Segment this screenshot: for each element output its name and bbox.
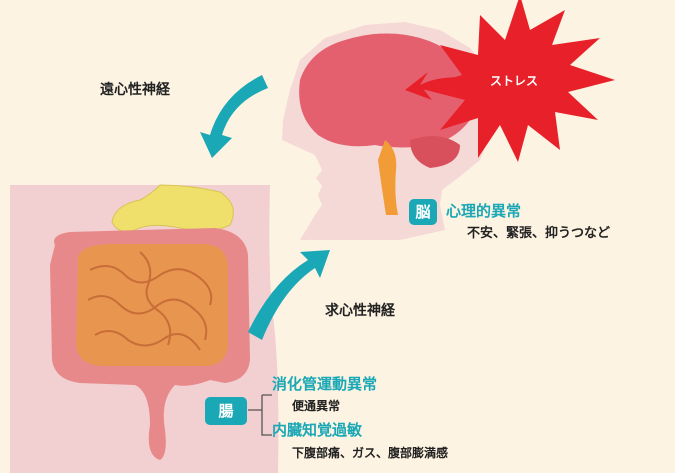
stress-label: ストレス xyxy=(490,72,538,89)
gut-badge: 腸 xyxy=(205,397,247,425)
brain-badge: 脳 xyxy=(409,199,437,225)
brain-detail: 不安、緊張、抑うつなど xyxy=(467,222,610,241)
gut-item2-detail: 下腹部痛、ガス、腹部膨満感 xyxy=(292,444,448,461)
gut-item1-detail: 便通異常 xyxy=(292,397,340,414)
gut-item2-title: 内臓知覚過敏 xyxy=(272,419,362,440)
efferent-nerve-label: 遠心性神経 xyxy=(100,79,170,99)
brain-title: 心理的異常 xyxy=(446,200,521,221)
gut-item1-title: 消化管運動異常 xyxy=(272,373,377,394)
afferent-nerve-label: 求心性神経 xyxy=(325,300,395,320)
efferent-arrow xyxy=(200,75,268,158)
